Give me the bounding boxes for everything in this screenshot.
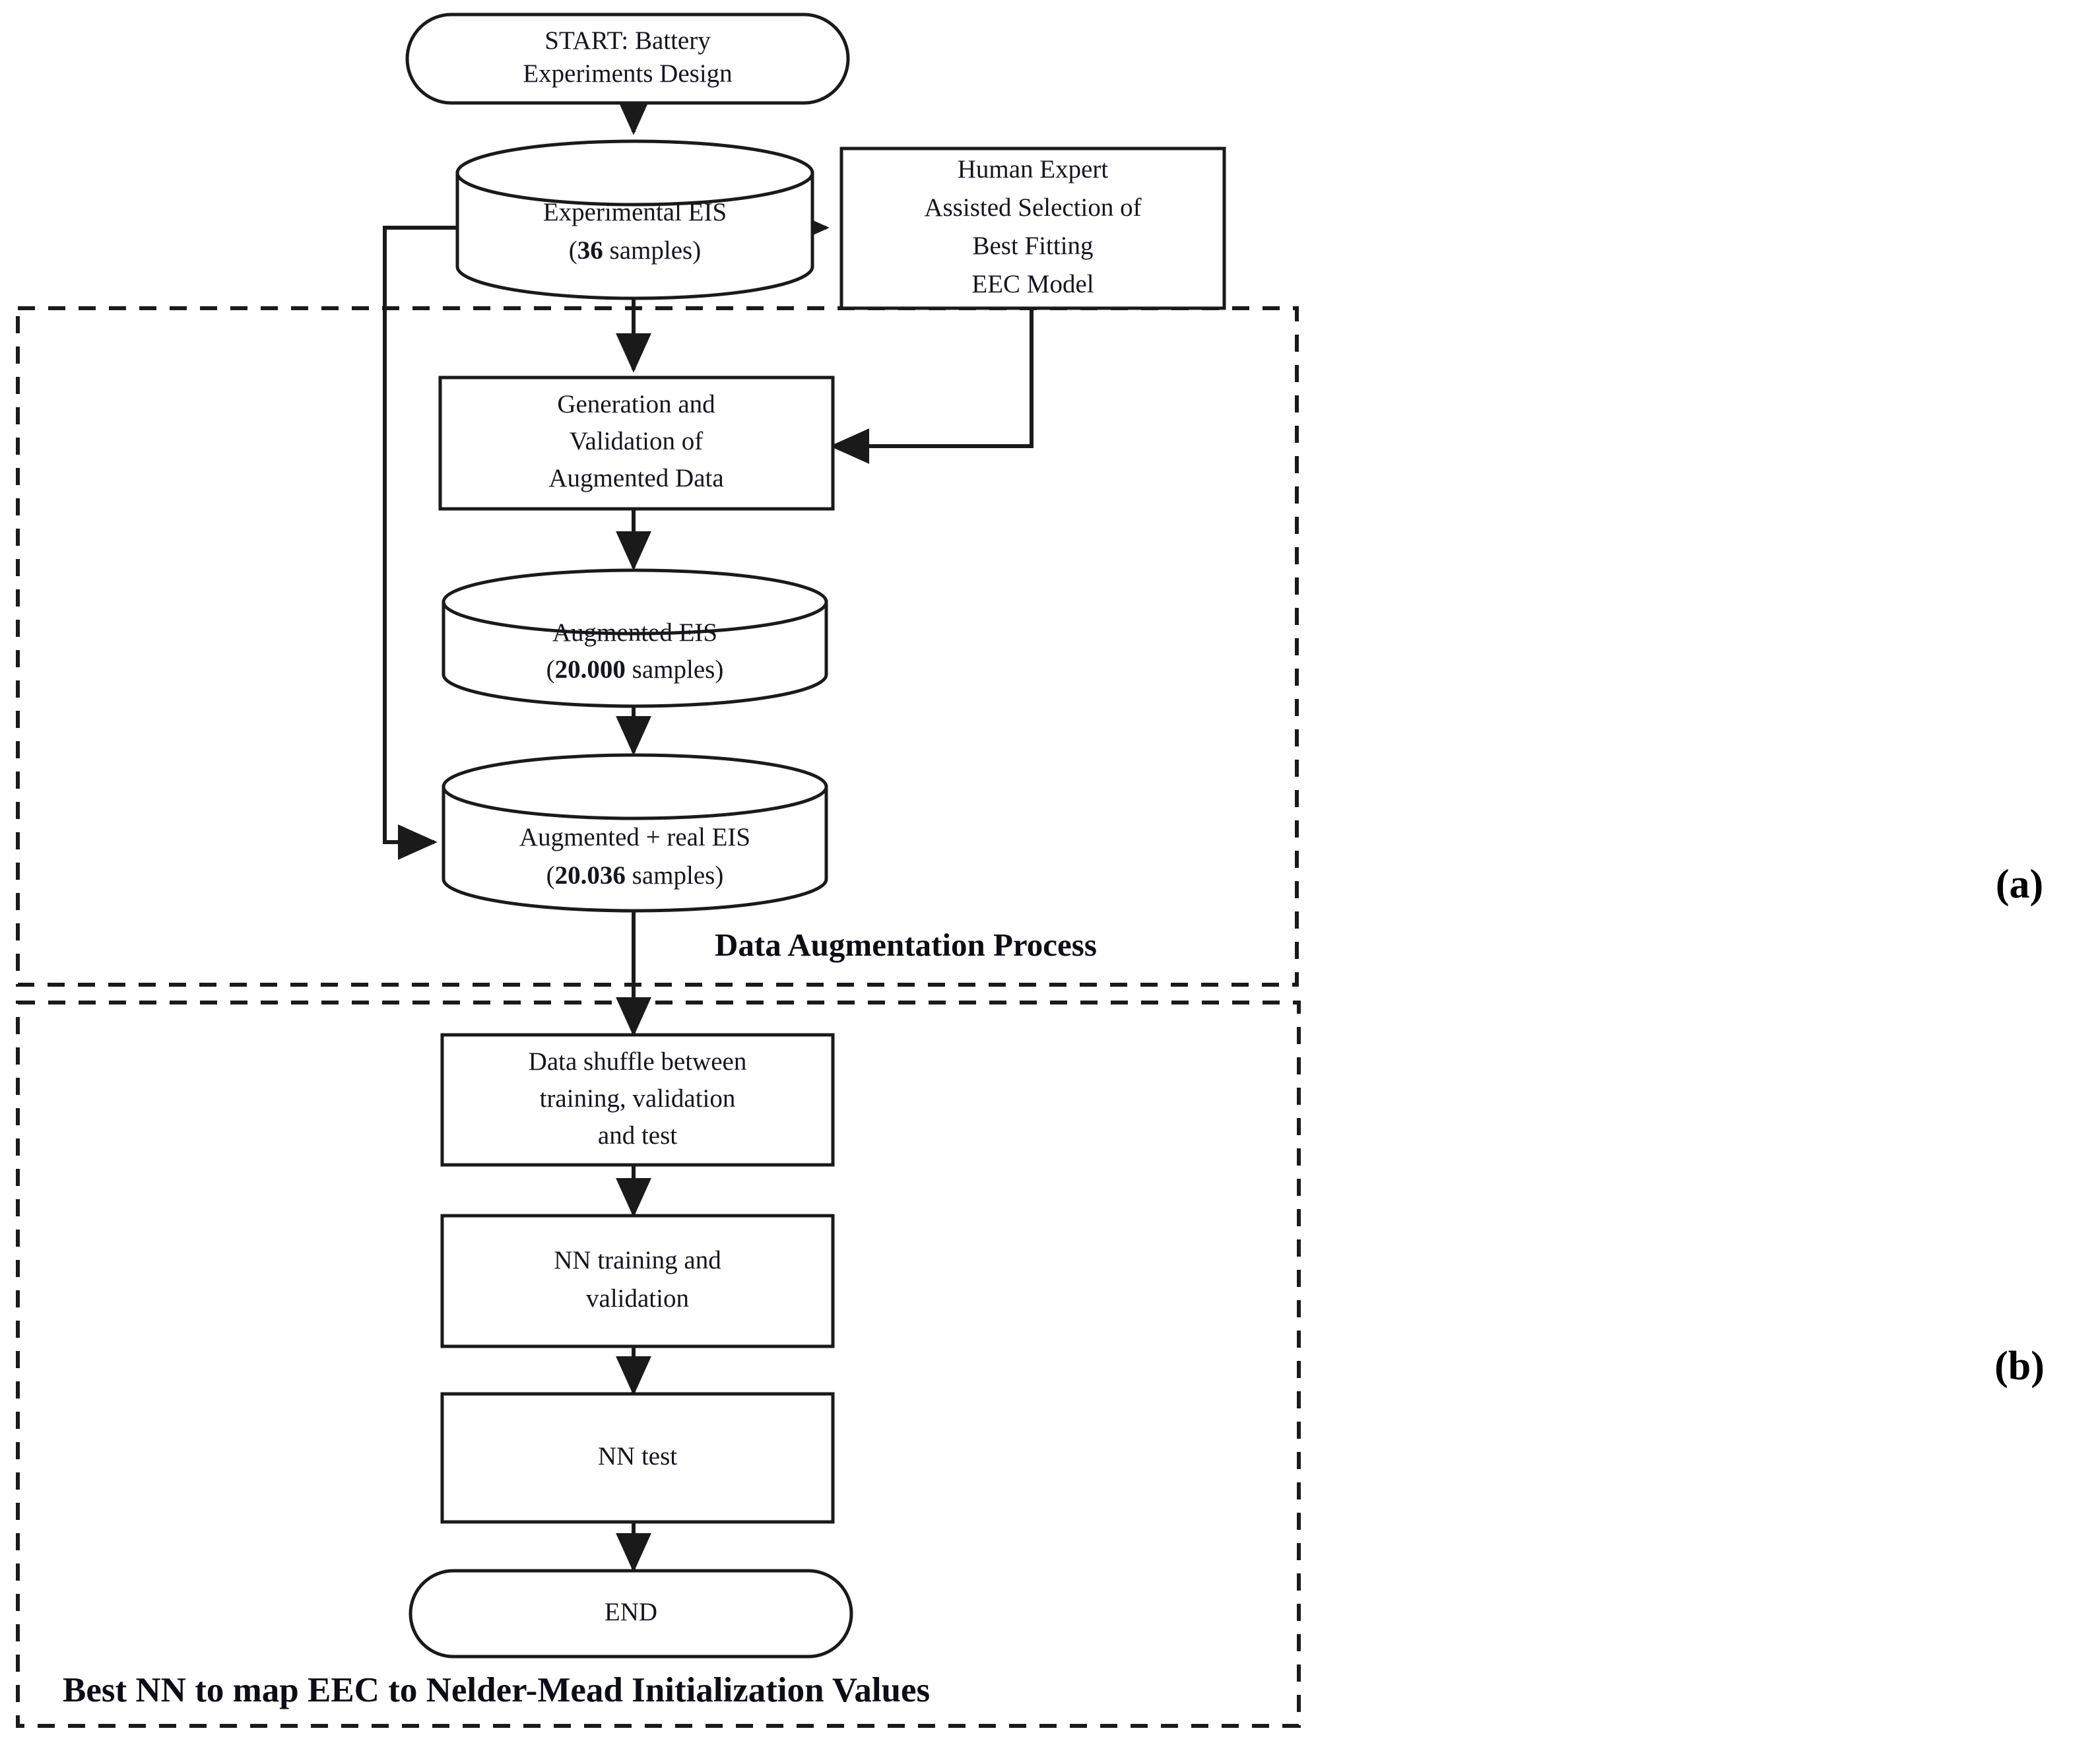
augmented-real-eis-label-line2: (20.036 samples) bbox=[546, 861, 724, 890]
data-shuffle-label-line3: and test bbox=[598, 1121, 677, 1150]
augmented-real-eis-label-line1: Augmented + real EIS bbox=[519, 823, 750, 851]
end-label: END bbox=[605, 1598, 657, 1626]
human-expert-label-line1: Human Expert bbox=[958, 155, 1109, 183]
experimental-eis-label-line1: Experimental EIS bbox=[543, 198, 727, 226]
data-shuffle-label-line2: training, validation bbox=[540, 1084, 736, 1113]
generation-label-line3: Augmented Data bbox=[548, 464, 723, 492]
human-expert-label-line2: Assisted Selection of bbox=[924, 193, 1141, 222]
node-nn-training[interactable]: NN training and validation bbox=[440, 1214, 835, 1348]
data-shuffle-label-line1: Data shuffle between bbox=[529, 1047, 747, 1076]
node-human-expert[interactable]: Human Expert Assisted Selection of Best … bbox=[839, 147, 1226, 310]
experimental-eis-cylinder-body bbox=[455, 171, 814, 300]
augmented-real-eis-cylinder-body bbox=[442, 785, 828, 913]
start-label-line2: Experiments Design bbox=[523, 59, 732, 88]
node-augmented-eis[interactable]: Augmented EIS (20.000 samples) bbox=[442, 568, 828, 708]
node-experimental-eis[interactable]: Experimental EIS (36 samples) bbox=[455, 139, 814, 300]
nn-training-label-line2: validation bbox=[586, 1284, 689, 1313]
figure-letter-a: (a) bbox=[1996, 862, 2043, 907]
start-stadium-shape bbox=[405, 13, 850, 105]
generation-label-line1: Generation and bbox=[557, 390, 715, 418]
generation-rect-shape bbox=[438, 376, 835, 511]
human-expert-rect-shape bbox=[839, 147, 1226, 310]
panel-b-boundary bbox=[16, 1001, 1301, 1728]
panel-a-title: Data Augmentation Process bbox=[715, 927, 1097, 963]
augmented-eis-label-line1: Augmented EIS bbox=[552, 618, 717, 647]
generation-label-line2: Validation of bbox=[570, 427, 704, 455]
panel-b-title: Best NN to map EEC to Nelder-Mead Initia… bbox=[63, 1671, 930, 1709]
nn-test-rect-shape bbox=[440, 1392, 835, 1524]
augmented-real-eis-cylinder-top bbox=[442, 753, 828, 820]
experimental-eis-cylinder-top bbox=[455, 139, 814, 207]
end-stadium-shape bbox=[409, 1569, 853, 1659]
node-start[interactable]: START: Battery Experiments Design bbox=[405, 13, 850, 105]
data-shuffle-rect-shape bbox=[440, 1033, 835, 1167]
panel-a-boundary bbox=[16, 306, 1299, 987]
augmented-eis-label-line2: (20.000 samples) bbox=[546, 655, 724, 684]
node-data-shuffle[interactable]: Data shuffle between training, validatio… bbox=[440, 1033, 835, 1167]
nn-training-label-line1: NN training and bbox=[554, 1246, 721, 1274]
connector-human-expert-to-generation bbox=[830, 308, 1034, 464]
connector-experimental-eis-feedback-loop bbox=[383, 226, 456, 860]
figure-letter-b: (b) bbox=[1994, 1344, 2045, 1389]
node-nn-test[interactable]: NN test bbox=[440, 1392, 835, 1524]
node-end[interactable]: END bbox=[409, 1569, 853, 1659]
nn-test-label: NN test bbox=[598, 1442, 677, 1470]
nn-training-rect-shape bbox=[440, 1214, 835, 1348]
human-expert-label-line4: EEC Model bbox=[971, 270, 1094, 298]
human-expert-label-line3: Best Fitting bbox=[972, 232, 1093, 260]
node-generation-validation[interactable]: Generation and Validation of Augmented D… bbox=[438, 376, 835, 511]
start-label-line1: START: Battery bbox=[544, 26, 711, 55]
node-augmented-real-eis[interactable]: Augmented + real EIS (20.036 samples) bbox=[442, 753, 828, 913]
experimental-eis-label-line2: (36 samples) bbox=[569, 236, 701, 265]
augmented-eis-cylinder-top bbox=[442, 568, 828, 636]
